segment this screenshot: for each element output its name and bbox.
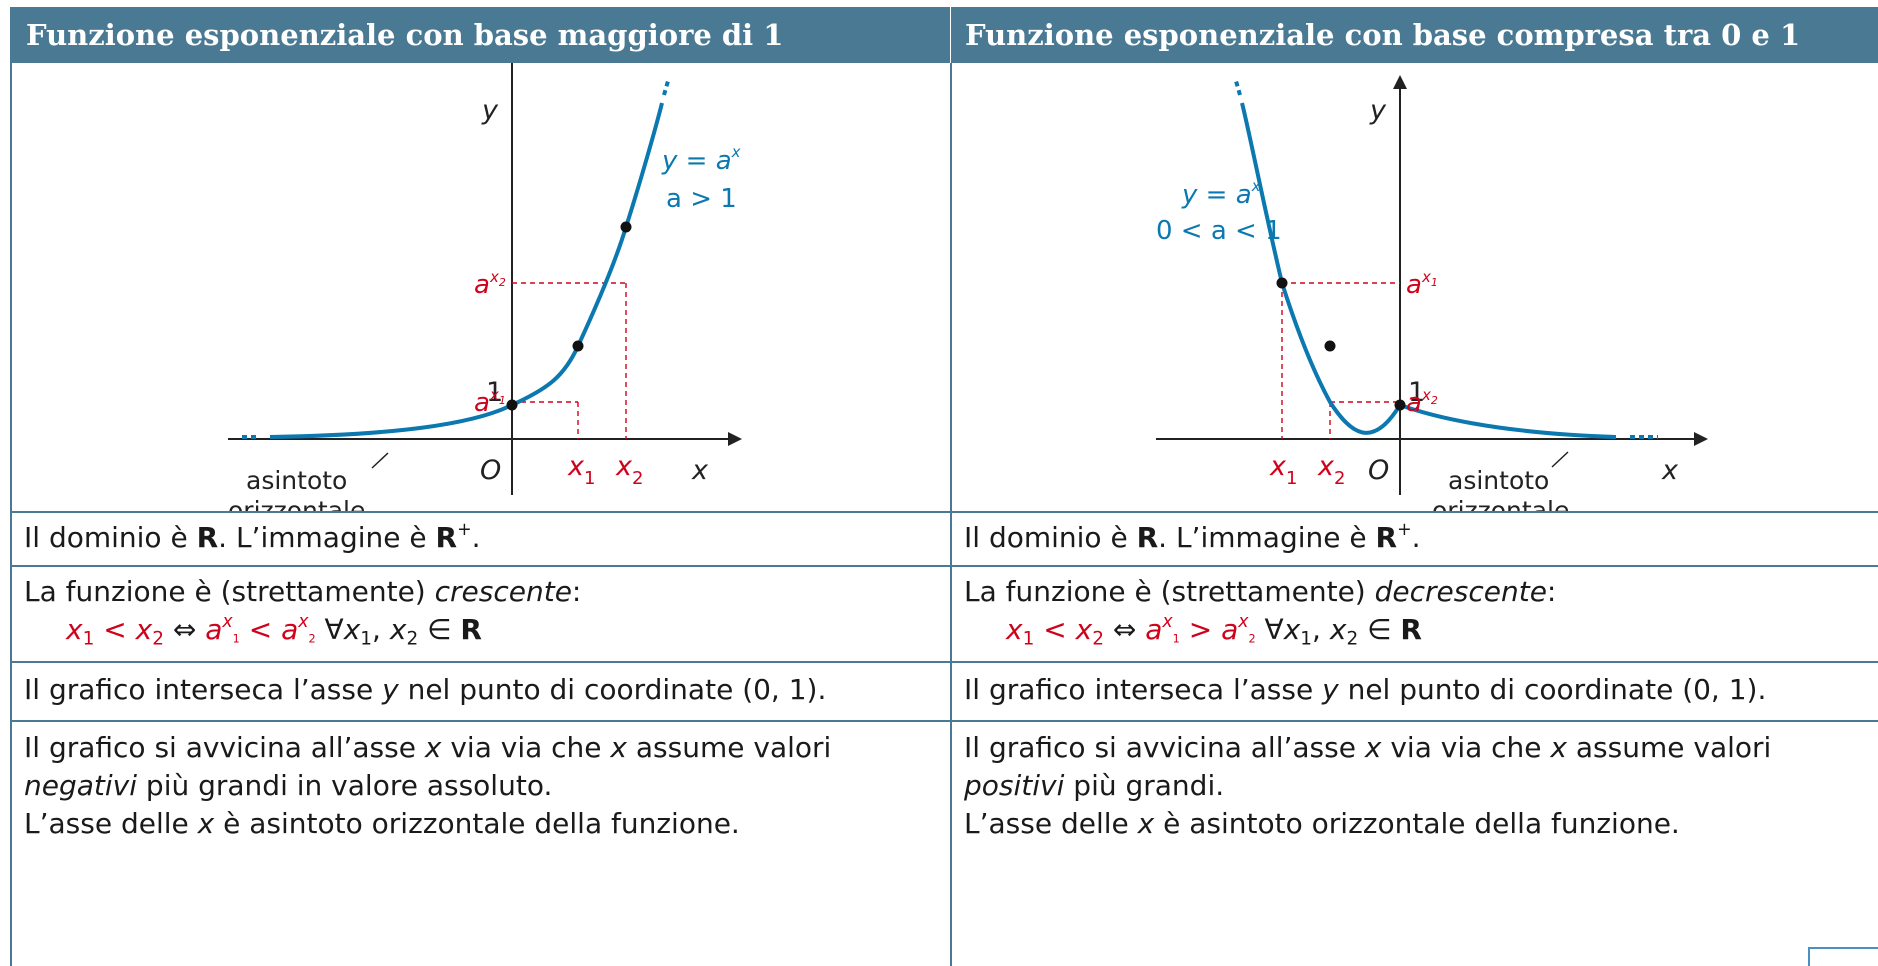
header-left: Funzione esponenziale con base maggiore … xyxy=(10,7,950,63)
exp-curve xyxy=(1240,102,1617,439)
point-y-intercept xyxy=(506,399,518,411)
intersect-right: Il grafico interseca l’asse y nel punto … xyxy=(964,673,1767,706)
curve-cond: a > 1 xyxy=(666,184,737,214)
point-x2 xyxy=(620,221,632,233)
x2-label: x2 xyxy=(615,451,643,489)
row-divider-4 xyxy=(10,720,1878,722)
ax1-label: ax1 xyxy=(1406,268,1438,300)
monotonic-text: La funzione è (strettamente) crescente: xyxy=(24,575,582,608)
row-divider-3 xyxy=(10,661,1878,663)
asymptote-label-2: orizzontale xyxy=(1432,496,1569,511)
asymptote-line-2: positivi più grandi. xyxy=(964,769,1225,802)
asymptote-line-1: Il grafico si avvicina all’asse x via vi… xyxy=(24,731,832,764)
intersect-left: Il grafico interseca l’asse y nel punto … xyxy=(24,673,827,706)
monotonic-formula: x1 < x2 ⇔ ax1 > ax2 ∀x1, x2 ∈ R xyxy=(1006,611,1422,650)
curve-eq: y = ax xyxy=(661,143,741,176)
corner-marker xyxy=(1808,947,1878,966)
border-left xyxy=(10,63,12,966)
asymptote-line-3: L’asse delle x è asintoto orizzontale de… xyxy=(964,807,1680,840)
curve-cond: 0 < a < 1 xyxy=(1156,216,1282,246)
curve-eq: y = ax xyxy=(1181,177,1261,210)
one-label: 1 xyxy=(486,377,503,408)
monotonic-formula: x1 < x2 ⇔ ax1 < ax2 ∀x1, x2 ∈ R xyxy=(66,611,482,650)
point-x2 xyxy=(1324,340,1336,352)
asymptote-line-2: negativi più grandi in valore assoluto. xyxy=(24,769,553,802)
graph-left: y x O 1 y = ax a > 1 ax2 ax1 x1 x2 asint… xyxy=(228,63,742,511)
origin-label: O xyxy=(480,455,501,486)
x2-label: x2 xyxy=(1317,451,1345,489)
y-label: y xyxy=(1369,95,1387,126)
asymptote-line-1: Il grafico si avvicina all’asse x via vi… xyxy=(964,731,1772,764)
exp-curve xyxy=(269,102,664,439)
monotonic-left: La funzione è (strettamente) crescente: … xyxy=(24,573,581,649)
ax2-label: ax2 xyxy=(474,268,506,300)
point-y-intercept xyxy=(1394,399,1406,411)
x-label: x xyxy=(1661,455,1679,486)
point-x1 xyxy=(1276,277,1288,289)
one-label: 1 xyxy=(1408,377,1425,408)
ax1-label: ax1 xyxy=(474,386,506,418)
y-label: y xyxy=(481,95,499,126)
x1-label: x1 xyxy=(1269,451,1297,489)
row-divider-2 xyxy=(10,565,1878,567)
asymptote-label-1: asintoto xyxy=(246,466,347,495)
row-divider-1 xyxy=(10,511,1878,513)
curve-dots-left xyxy=(1234,80,1242,96)
monotonic-right: La funzione è (strettamente) decrescente… xyxy=(964,573,1556,649)
domain-right: Il dominio è R. L’immagine è R+. xyxy=(964,519,1421,554)
origin-label: O xyxy=(1368,455,1389,486)
header-right: Funzione esponenziale con base compresa … xyxy=(951,7,1878,63)
guide-lines xyxy=(1281,282,1400,439)
point-x1 xyxy=(572,340,584,352)
comparison-table: Funzione esponenziale con base maggiore … xyxy=(10,7,1878,966)
asymptote-line-3: L’asse delle x è asintoto orizzontale de… xyxy=(24,807,740,840)
ax2-label: ax2 xyxy=(1406,386,1438,418)
monotonic-text: La funzione è (strettamente) decrescente… xyxy=(964,575,1557,608)
asymptote-right: Il grafico si avvicina all’asse x via vi… xyxy=(964,729,1771,843)
border-middle xyxy=(950,63,952,966)
graph-right: y x O 1 y = ax 0 < a < 1 ax1 ax2 x1 x2 a… xyxy=(1156,75,1708,511)
curve-dots-right xyxy=(662,80,670,96)
asymptote-pointer xyxy=(1551,451,1569,468)
x1-label: x1 xyxy=(567,451,595,489)
asymptote-left: Il grafico si avvicina all’asse x via vi… xyxy=(24,729,831,843)
domain-left: Il dominio è R. L’immagine è R+. xyxy=(24,519,481,554)
asymptote-label-2: orizzontale xyxy=(228,496,365,511)
asymptote-label-1: asintoto xyxy=(1448,466,1549,495)
asymptote-pointer xyxy=(371,452,389,469)
x-label: x xyxy=(691,455,709,486)
